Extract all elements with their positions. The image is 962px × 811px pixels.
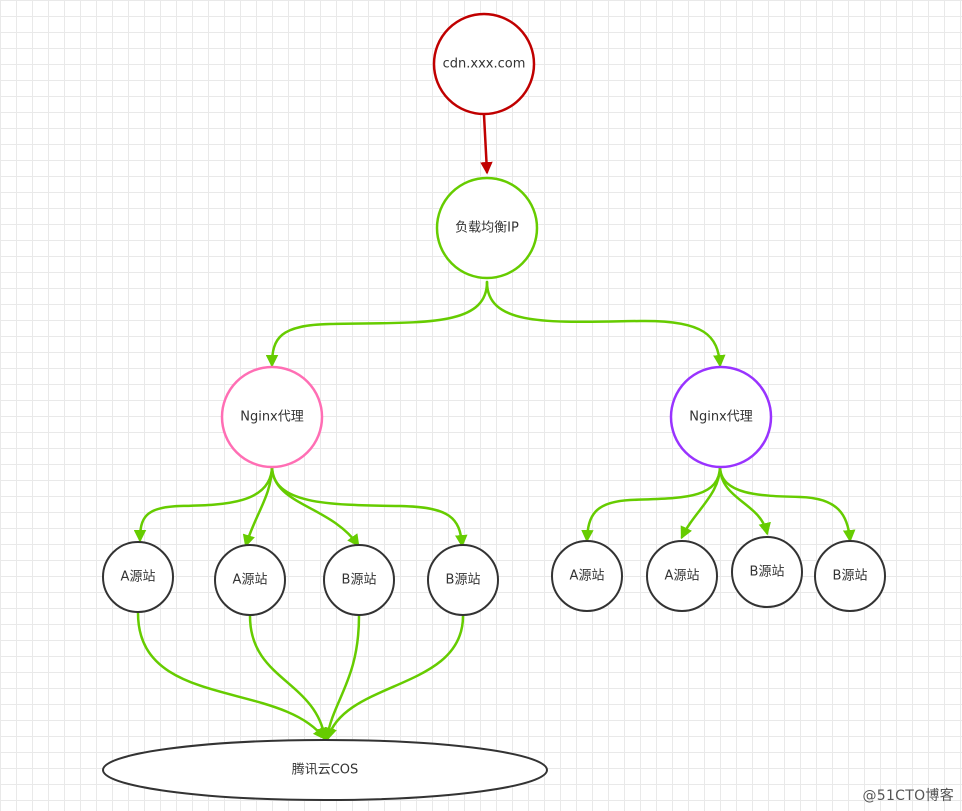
node-origin-l2[interactable]: A源站	[214, 544, 286, 616]
edge-nginx-left-l1	[133, 464, 274, 543]
edge-nginx-right-r2	[680, 464, 722, 540]
edge-nginx-right-r3	[718, 464, 771, 536]
node-nginx-left-label: Nginx代理	[240, 410, 304, 425]
node-origin-l1-shape	[102, 541, 174, 613]
edge-l3-cos	[322, 614, 361, 741]
edge-l2-cos	[248, 614, 330, 741]
edge-nginx-left-l2	[242, 464, 274, 548]
node-origin-r1-label: A源站	[570, 569, 605, 584]
node-origin-l4[interactable]: B源站	[427, 544, 499, 616]
node-origin-r2-shape	[646, 540, 718, 612]
node-origin-r4-shape	[814, 540, 886, 612]
edge-lb-nginx-left	[265, 280, 489, 368]
node-origin-l1[interactable]: A源站	[102, 541, 174, 613]
node-cos[interactable]: 腾讯云COS	[102, 739, 548, 801]
node-origin-r3-label: B源站	[750, 565, 785, 580]
nodes: cdn.xxx.com 负载均衡IP Nginx代理 Nginx代理 A源站 A…	[102, 12, 886, 801]
connectors	[133, 113, 856, 741]
node-origin-r4[interactable]: B源站	[814, 540, 886, 612]
node-origin-r1[interactable]: A源站	[551, 540, 623, 612]
edge-l1-cos	[136, 611, 326, 740]
node-nginx-right-label: Nginx代理	[689, 410, 753, 425]
node-origin-l2-label: A源站	[233, 573, 268, 588]
node-origin-l3[interactable]: B源站	[323, 544, 395, 616]
node-origin-r3[interactable]: B源站	[731, 536, 803, 608]
node-origin-r2[interactable]: A源站	[646, 540, 718, 612]
edge-nginx-right-r4	[718, 464, 856, 543]
edge-nginx-right-r1	[581, 464, 722, 543]
node-origin-l4-label: B源站	[446, 573, 481, 588]
node-origin-r2-label: A源站	[665, 569, 700, 584]
node-cos-shape	[102, 739, 548, 801]
watermark-text: @51CTO博客	[862, 788, 954, 804]
node-origin-l4-shape	[427, 544, 499, 616]
node-cos-label: 腾讯云COS	[292, 762, 359, 778]
node-load-balancer-shape	[435, 176, 539, 280]
node-nginx-right[interactable]: Nginx代理	[669, 365, 773, 469]
node-load-balancer-label: 负载均衡IP	[455, 221, 519, 236]
node-nginx-left[interactable]: Nginx代理	[220, 365, 324, 469]
node-origin-r1-shape	[551, 540, 623, 612]
edge-lb-nginx-right	[485, 280, 726, 368]
node-nginx-right-shape	[669, 365, 773, 469]
node-cdn-label: cdn.xxx.com	[443, 57, 526, 72]
node-cdn-shape	[432, 12, 536, 116]
node-origin-r3-shape	[731, 536, 803, 608]
node-origin-l3-label: B源站	[342, 573, 377, 588]
node-cdn[interactable]: cdn.xxx.com	[432, 12, 536, 116]
edge-nginx-left-l4	[270, 464, 468, 548]
edge-l4-cos	[324, 614, 465, 741]
node-origin-l2-shape	[214, 544, 286, 616]
node-origin-l1-label: A源站	[121, 570, 156, 585]
node-origin-l3-shape	[323, 544, 395, 616]
node-origin-r4-label: B源站	[833, 569, 868, 584]
node-nginx-left-shape	[220, 365, 324, 469]
edge-cdn-lb	[480, 113, 493, 175]
node-load-balancer[interactable]: 负载均衡IP	[435, 176, 539, 280]
